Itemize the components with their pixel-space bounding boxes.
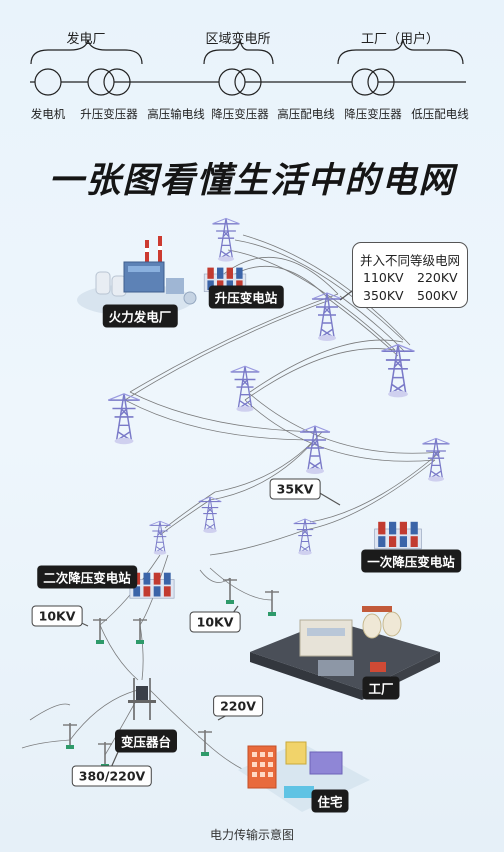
component-label-step-down-transformer-2: 降压变压器 bbox=[344, 107, 402, 121]
label-power-plant: 火力发电厂 bbox=[102, 304, 178, 328]
tower-lower-b bbox=[293, 518, 317, 556]
label-10kv-mid: 10KV bbox=[189, 611, 241, 633]
factory-transformer-coil-a bbox=[351, 68, 379, 96]
label-35kv: 35KV bbox=[269, 478, 321, 500]
voltage-220kv: 220KV bbox=[417, 270, 458, 285]
figure-caption: 电力传输示意图 bbox=[209, 828, 294, 842]
label-secondary-substation: 二次降压变电站 bbox=[37, 565, 137, 589]
label-step-up-station: 升压变电站 bbox=[208, 285, 284, 309]
tower-far-right bbox=[421, 437, 451, 483]
voltage-110kv: 110KV bbox=[363, 270, 404, 285]
tower-upper-right bbox=[380, 343, 416, 399]
component-label-generator: 发电机 bbox=[30, 107, 66, 121]
substation-transformer-coil-a bbox=[218, 68, 246, 96]
group-label-factory: 工厂（用户） bbox=[360, 32, 440, 47]
component-label-hv-transmission: 高压输电线 bbox=[147, 107, 205, 121]
generator-symbol bbox=[34, 68, 62, 96]
component-label-step-up-transformer: 升压变压器 bbox=[80, 107, 138, 121]
tower-lower-a bbox=[198, 496, 222, 534]
component-label-step-down-transformer-1: 降压变压器 bbox=[211, 107, 269, 121]
grid-callout-title: 并入不同等级电网 bbox=[359, 253, 460, 268]
factory-transformer-coil-b bbox=[367, 68, 395, 96]
label-220v: 220V bbox=[213, 695, 263, 717]
label-10kv-left: 10KV bbox=[31, 605, 83, 627]
label-primary-substation: 一次降压变电站 bbox=[361, 549, 461, 573]
substation-transformer-coil-b bbox=[234, 68, 262, 96]
step-up-transformer-coil-b bbox=[103, 68, 131, 96]
group-label-substation: 区域变电所 bbox=[205, 32, 271, 47]
label-380-220v: 380/220V bbox=[71, 765, 153, 787]
pole-g bbox=[97, 741, 113, 769]
group-label-power-plant: 发电厂 bbox=[66, 32, 106, 47]
tower-mid-left bbox=[107, 393, 141, 445]
pole-c bbox=[222, 577, 238, 605]
bracket-substation bbox=[203, 39, 274, 65]
page-title: 一张图看懂生活中的电网 bbox=[48, 161, 456, 201]
residence-illustration bbox=[238, 741, 370, 812]
pole-f bbox=[197, 729, 213, 757]
label-residence: 住宅 bbox=[311, 789, 349, 813]
top-chain bbox=[30, 39, 466, 96]
pole-a bbox=[92, 617, 108, 645]
grid-voltage-callout: 并入不同等级电网 110KV 220KV 350KV 500KV bbox=[352, 242, 468, 308]
voltage-500kv: 500KV bbox=[417, 288, 458, 303]
primary-substation-illustration bbox=[374, 521, 422, 550]
component-label-lv-distribution: 低压配电线 bbox=[411, 107, 469, 121]
component-label-hv-distribution: 高压配电线 bbox=[277, 107, 335, 121]
bracket-power-plant bbox=[30, 39, 143, 65]
voltage-350kv: 350KV bbox=[363, 288, 404, 303]
step-up-transformer-coil-a bbox=[87, 68, 115, 96]
pole-b bbox=[132, 617, 148, 645]
bracket-factory bbox=[337, 39, 464, 65]
transformer-platform-illustration bbox=[128, 678, 156, 720]
pole-d bbox=[264, 589, 280, 617]
label-transformer-platform: 变压器台 bbox=[114, 729, 178, 753]
tower-upper-mid bbox=[311, 292, 343, 342]
pole-e bbox=[62, 722, 78, 750]
label-factory: 工厂 bbox=[362, 676, 400, 700]
factory-illustration bbox=[250, 606, 440, 700]
